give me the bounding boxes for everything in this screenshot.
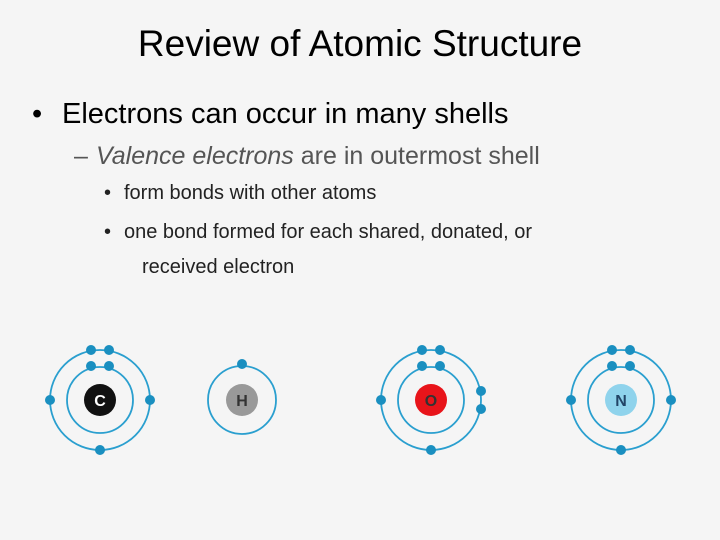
sub-bullet-valence: –Valence electrons are in outermost shel… (74, 140, 540, 172)
oxygen-atom: O (376, 345, 486, 455)
sub-sub-bullet-electron: • one bond formed for each shared, donat… (104, 215, 644, 285)
electron (95, 445, 105, 455)
electron (145, 395, 155, 405)
electron (104, 345, 114, 355)
bullet-marker: • (32, 96, 62, 132)
electron (625, 345, 635, 355)
electron (616, 445, 626, 455)
electron (435, 345, 445, 355)
electron (476, 404, 486, 414)
electron (426, 445, 436, 455)
electron (476, 386, 486, 396)
electron (86, 361, 96, 371)
bullet-marker: • (104, 215, 111, 250)
sub-sub-bullet-text: form bonds with other atoms (124, 180, 376, 206)
atom-symbol: C (94, 393, 106, 410)
sub-sub-bullet-text: one bond formed for each shared, donated… (124, 215, 644, 285)
dash-marker: – (74, 140, 96, 172)
atom-symbol: N (615, 393, 627, 410)
bullet-line-2: received electron (142, 250, 644, 285)
sub-sub-bullet-bonds: • form bonds with other atoms (104, 180, 376, 206)
slide-title: Review of Atomic Structure (0, 22, 720, 66)
sub-bullet-text: are in outermost shell (294, 142, 540, 170)
bullet-marker: • (104, 180, 111, 206)
electron (666, 395, 676, 405)
electron (566, 395, 576, 405)
electron (86, 345, 96, 355)
electron (376, 395, 386, 405)
electron (607, 345, 617, 355)
carbon-atom: C (45, 345, 155, 455)
electron (435, 361, 445, 371)
bullet-text: Electrons can occur in many shells (62, 98, 508, 130)
atom-diagrams: C H O (0, 330, 720, 470)
bullet-item-electrons: •Electrons can occur in many shells (32, 96, 508, 132)
atom-symbol: H (236, 393, 248, 410)
hydrogen-atom: H (208, 359, 276, 434)
electron (104, 361, 114, 371)
electron (625, 361, 635, 371)
nitrogen-atom: N (566, 345, 676, 455)
atom-symbol: O (425, 393, 437, 410)
electron (417, 361, 427, 371)
electron (45, 395, 55, 405)
valence-term: Valence electrons (96, 142, 294, 170)
electrons (237, 359, 247, 369)
electron (417, 345, 427, 355)
electron (607, 361, 617, 371)
electron (237, 359, 247, 369)
bullet-line-1: one bond formed for each shared, donated… (124, 221, 532, 243)
